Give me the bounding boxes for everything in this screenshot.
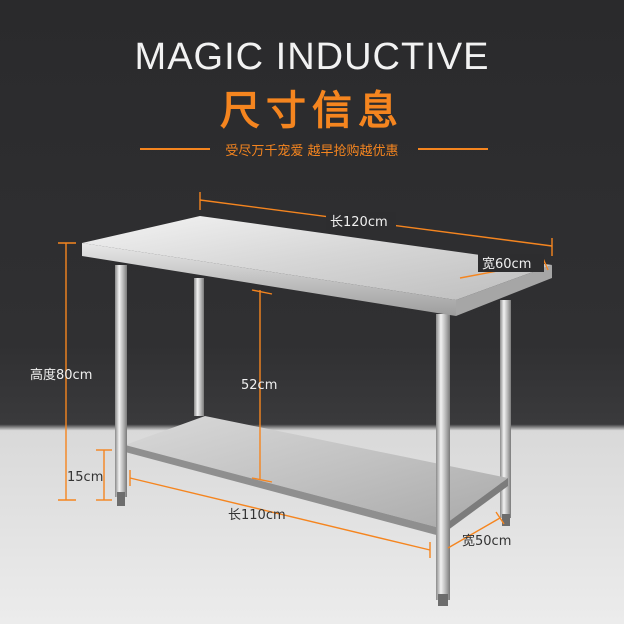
top-length-label: 长120cm — [330, 215, 388, 230]
promo-tagline: 受尽万千宠爱 越早抢购越优惠 — [225, 144, 399, 159]
lower-shelf-edge — [125, 445, 440, 536]
back-right-leg — [500, 300, 511, 518]
tabletop-side-edge — [456, 265, 552, 316]
tabletop-front-edge — [82, 243, 456, 316]
shelf-width-label: 宽50cm — [462, 533, 511, 549]
lower-shelf-side — [440, 478, 508, 536]
shelf-length-label: 长110cm — [228, 508, 286, 523]
top-width-label: 宽60cm — [482, 256, 531, 272]
shelf-gap-label: 52cm — [241, 378, 277, 393]
front-left-foot — [117, 492, 125, 506]
lower-shelf — [125, 416, 508, 528]
back-left-leg — [194, 278, 204, 416]
front-right-foot — [438, 594, 448, 606]
tagline-rule-left — [140, 148, 210, 150]
top-width-label-bg — [478, 254, 544, 272]
height-label: 高度80cm — [30, 367, 92, 383]
foot-height-label: 15cm — [67, 470, 103, 485]
top-length-label-bg — [326, 212, 396, 230]
back-right-foot — [502, 514, 510, 526]
section-heading: 尺寸信息 — [220, 88, 404, 134]
front-right-leg — [436, 314, 450, 600]
front-left-leg — [115, 265, 127, 497]
tabletop — [82, 216, 552, 300]
tagline-rule-right — [418, 148, 488, 150]
brand-title: MAGIC INDUCTIVE — [134, 36, 490, 78]
